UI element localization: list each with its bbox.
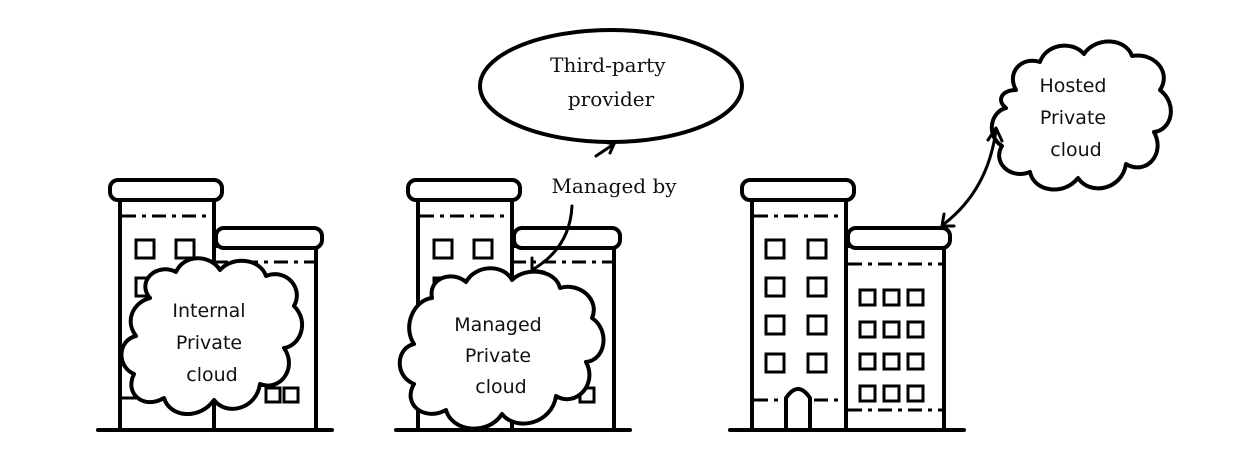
door-icon: [784, 387, 812, 432]
arrowhead-icon: [602, 140, 616, 155]
cloud-icon: [990, 39, 1173, 192]
cloud-label-line-2: Private: [465, 345, 531, 367]
provider-label-line-1: Third-party: [550, 53, 666, 77]
hosted-connection-arrow: [940, 126, 1004, 228]
third-party-provider: Third-party provider: [478, 28, 744, 144]
provider-ellipse: [478, 28, 744, 144]
cloud-label-line-3: cloud: [1050, 139, 1101, 161]
managed-by-arrow-down: [530, 204, 574, 274]
cloud-label-line-3: cloud: [475, 376, 526, 398]
svg-text:Third-party provider: Third-party provider: [550, 53, 672, 111]
provider-label-line-2: provider: [568, 87, 655, 111]
tower-windows: [764, 238, 828, 374]
tower-roof: [740, 178, 856, 202]
arrowhead-icon: [986, 126, 1004, 143]
cloud-label-line-3: cloud: [186, 364, 237, 386]
hosted-private-cloud: Hosted Private cloud: [990, 39, 1173, 192]
cloud-label-line-2: Private: [176, 332, 242, 354]
svg-text:Managed Private cl: Managed Private cloud: [454, 314, 548, 398]
cloud-label-line-1: Hosted: [1039, 75, 1106, 97]
managed-private-cloud: Managed Private cloud: [397, 266, 606, 431]
cloud-label-line-1: Internal: [172, 300, 245, 322]
internal-private-cloud: Internal Private cloud: [119, 256, 305, 416]
cloud-label-line-2: Private: [1040, 107, 1106, 129]
arrowhead-icon: [530, 256, 546, 274]
cloud-label-line-1: Managed: [454, 314, 542, 336]
building-hosted: [728, 178, 966, 432]
arrowhead-icon: [940, 212, 956, 228]
cloud-icon: [397, 266, 606, 431]
svg-text:Hosted Private clo: Hosted Private cloud: [1039, 75, 1112, 161]
tower-roof: [406, 178, 522, 202]
managed-by-label: Managed by: [551, 174, 677, 198]
annex-roof: [846, 226, 952, 250]
cloud-icon: [119, 256, 305, 416]
tower-roof: [108, 178, 224, 202]
svg-text:Internal Private c: Internal Private cloud: [172, 300, 251, 386]
annex-roof: [214, 226, 324, 250]
managed-by-arrow-up: [594, 140, 616, 158]
annex-windows: [858, 288, 925, 403]
